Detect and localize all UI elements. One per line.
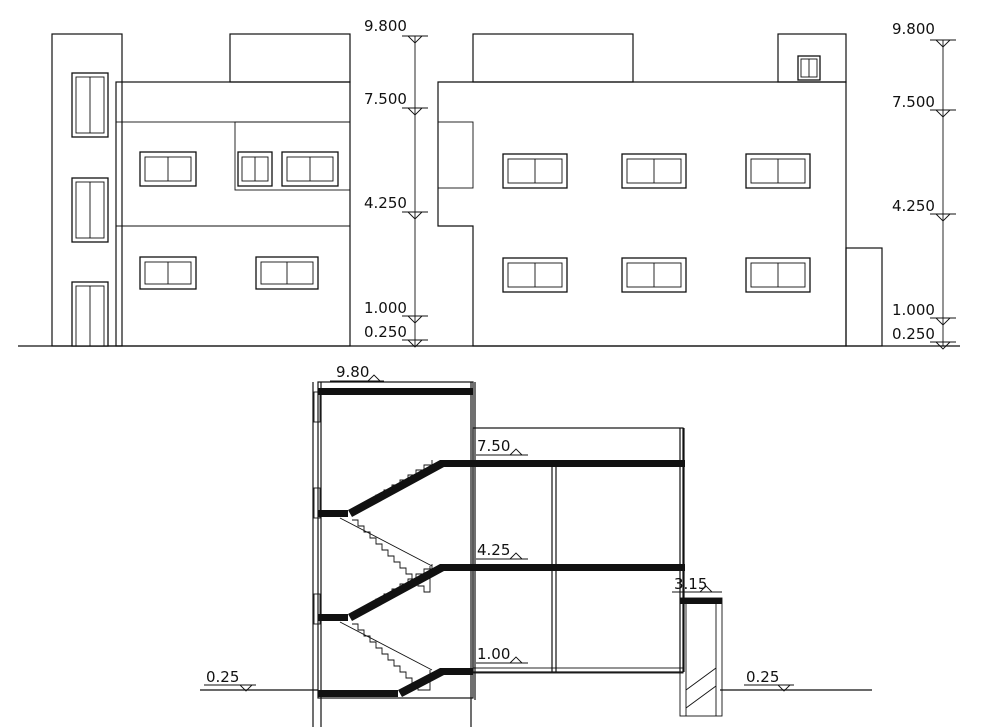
elevation-2-upper-block-left — [472, 33, 634, 83]
section-level-315: 3.15 — [672, 575, 722, 593]
elevation-1-level-4250: 4.250 — [364, 194, 428, 220]
elevation-2-level-9800: 9.800 — [892, 20, 956, 48]
section-rear-block — [472, 427, 684, 673]
elevation-1-level-0250: 0.250 — [364, 323, 428, 348]
level-label: 4.250 — [892, 197, 935, 215]
section-level-425: 4.25 — [476, 541, 528, 560]
elevation-2-level-1000: 1.000 — [892, 301, 956, 326]
section-slab-750 — [473, 460, 685, 467]
level-label: 9.800 — [892, 20, 935, 38]
window-lower-b — [621, 257, 687, 293]
level-label: 7.500 — [364, 90, 407, 108]
elevation-2-level-0250: 0.250 — [892, 325, 956, 350]
window-upper-a — [502, 153, 568, 189]
section-landing-lower — [318, 614, 348, 621]
elevation-2-main-block — [437, 81, 847, 347]
section-landing-upper — [318, 510, 348, 517]
section-level-025-left: 0.25 — [204, 668, 256, 692]
elevation-1: 9.800 7.500 4.250 1.000 0.250 — [18, 17, 440, 348]
level-label: 0.250 — [892, 325, 935, 343]
level-label: 7.500 — [892, 93, 935, 111]
level-label: 4.25 — [477, 541, 510, 559]
section-roof-slab — [318, 388, 473, 395]
section-level-025-right: 0.25 — [744, 668, 794, 692]
elevation-1-level-1000: 1.000 — [364, 299, 428, 324]
level-label: 1.000 — [364, 299, 407, 317]
window-upper-1 — [139, 151, 197, 187]
elevation-2-side-annex — [845, 247, 883, 347]
window-lower-c — [745, 257, 811, 293]
section-ground-slab — [318, 690, 398, 697]
tower-window-middle — [71, 177, 109, 243]
section: 9.80 7.50 4.25 3.15 1.00 0.25 0.25 — [200, 363, 872, 727]
section-window-jamb-mid — [313, 487, 321, 519]
level-label: 1.000 — [892, 301, 935, 319]
section-level-980: 9.80 — [330, 363, 384, 382]
elevation-1-level-9800: 9.800 — [364, 17, 428, 44]
elevation-1-upper-block — [229, 33, 351, 83]
tower-window-lower — [71, 281, 109, 347]
level-label: 7.50 — [477, 437, 510, 455]
window-upper-2 — [281, 151, 339, 187]
window-upper-narrow — [237, 151, 273, 187]
window-small-roof — [797, 55, 821, 81]
window-lower-2 — [255, 256, 319, 290]
elevation-2-bay-panel — [437, 121, 474, 189]
elevation-2-level-4250: 4.250 — [892, 197, 956, 222]
section-level-100: 1.00 — [476, 645, 528, 664]
tower-window-upper — [71, 72, 109, 138]
level-label: 0.25 — [746, 668, 779, 686]
elevation-2: 9.800 7.500 4.250 1.000 0.250 — [437, 20, 960, 350]
section-window-jamb-top — [313, 391, 321, 423]
elevation-2-level-7500: 7.500 — [892, 93, 956, 118]
elevation-1-bay-panel — [234, 121, 351, 191]
window-upper-b — [621, 153, 687, 189]
section-level-750: 7.50 — [476, 437, 528, 456]
section-stair-flights — [339, 460, 473, 697]
window-lower-1 — [139, 256, 197, 290]
level-label: 9.80 — [336, 363, 369, 381]
window-upper-c — [745, 153, 811, 189]
level-label: 1.00 — [477, 645, 510, 663]
elevation-1-level-7500: 7.500 — [364, 90, 428, 116]
section-window-jamb-low — [313, 593, 321, 625]
section-side-stair — [679, 597, 723, 717]
window-lower-a — [502, 257, 568, 293]
section-slab-425 — [473, 564, 685, 571]
level-label: 0.250 — [364, 323, 407, 341]
level-label: 0.25 — [206, 668, 239, 686]
level-label: 3.15 — [674, 575, 707, 593]
level-label: 4.250 — [364, 194, 407, 212]
level-label: 9.800 — [364, 17, 407, 35]
